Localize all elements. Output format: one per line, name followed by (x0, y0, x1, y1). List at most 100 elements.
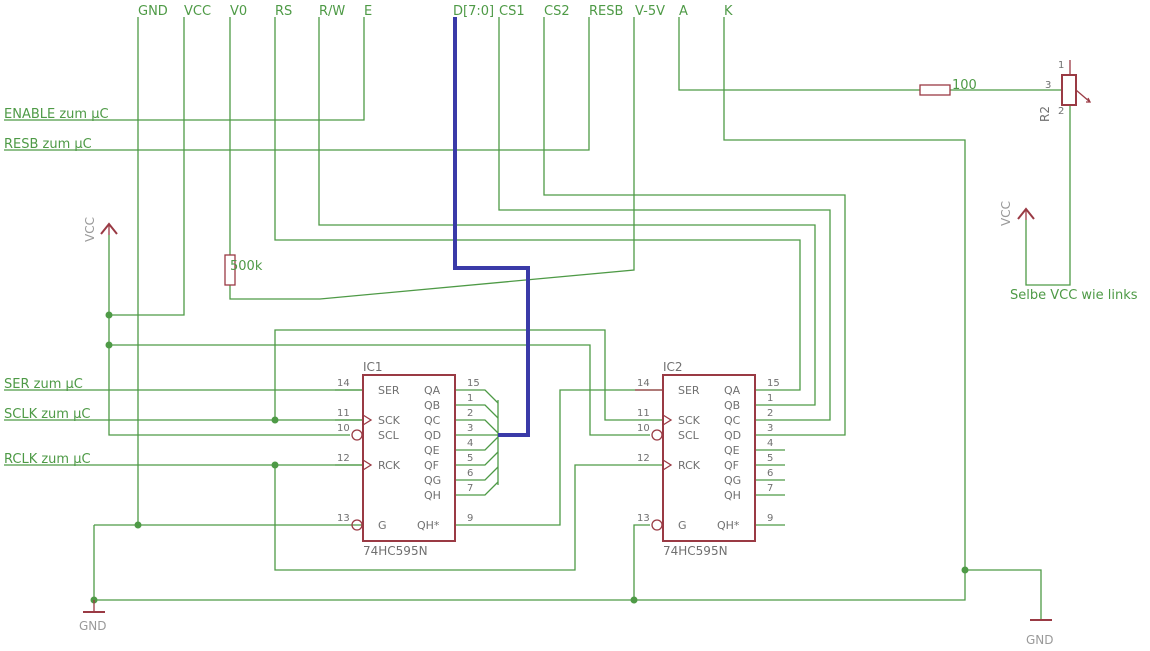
ic2-pin-qd: QD (724, 429, 741, 442)
ic1-num-10: 10 (337, 423, 350, 434)
label-v0: V0 (230, 4, 247, 19)
ic2-pin-scl: SCL (678, 429, 700, 442)
ic1-num-9: 9 (467, 513, 473, 524)
gnd-right-label: GND (1026, 633, 1054, 647)
data-bus (453, 17, 530, 437)
gnd-symbol-right: GND (1026, 619, 1054, 647)
label-rs: RS (275, 4, 292, 19)
resistor-500k-value: 500k (230, 259, 263, 274)
ic1-pin-qf: QF (424, 459, 439, 472)
ic1-pin-qh: QH (424, 489, 441, 502)
ic2-pin-qc: QC (724, 414, 741, 427)
ic2-part: 74HC595N (663, 544, 728, 558)
ic2-num-2: 2 (767, 408, 773, 419)
ic1-pin-qc: QC (424, 414, 441, 427)
ic1-num-15: 15 (467, 378, 480, 389)
label-ser: SER zum µC (4, 377, 83, 392)
vcc-left-label: VCC (83, 217, 97, 242)
ic2-pin-qh: QH (724, 489, 741, 502)
ic2-num-12: 12 (637, 453, 650, 464)
label-enable: ENABLE zum µC (4, 107, 109, 122)
ic2-pin-qa: QA (724, 384, 741, 397)
label-data-bus: D[7:0] (453, 4, 494, 19)
ic2-num-4: 4 (767, 438, 773, 449)
ic1-num-1: 1 (467, 393, 473, 404)
ic1-pin-qb: QB (424, 399, 440, 412)
ic1-pin-qa: QA (424, 384, 441, 397)
ic2-pin-sck: SCK (678, 414, 701, 427)
ic1-name: IC1 (363, 360, 383, 374)
ic2-num-14: 14 (637, 378, 650, 389)
ic1-pin-ser: SER (378, 384, 400, 397)
ic1-num-6: 6 (467, 468, 473, 479)
ic2-num-5: 5 (767, 453, 773, 464)
resistor-100-value: 100 (952, 78, 977, 93)
ic1-pin-sck: SCK (378, 414, 401, 427)
ic1: IC1 74HC595N SER SCK SCL RCK G QA QB QC … (337, 360, 480, 558)
ic2-name: IC2 (663, 360, 683, 374)
ic2-num-3: 3 (767, 423, 773, 434)
ic1-pin-qe: QE (424, 444, 440, 457)
pot-pin3: 3 (1045, 80, 1051, 91)
label-rclk: RCLK zum µC (4, 452, 91, 467)
ic1-num-11: 11 (337, 408, 350, 419)
ic2-num-6: 6 (767, 468, 773, 479)
ic1-num-14: 14 (337, 378, 350, 389)
ic2-num-13: 13 (637, 513, 650, 524)
label-k: K (724, 4, 733, 19)
ic1-num-3: 3 (467, 423, 473, 434)
wires (4, 17, 1071, 620)
vcc-right-label: VCC (999, 201, 1013, 226)
ic1-num-5: 5 (467, 453, 473, 464)
potentiometer-r2: 1 2 3 R2 (1038, 60, 1092, 122)
ic2-pin-qe: QE (724, 444, 740, 457)
ic1-num-4: 4 (467, 438, 473, 449)
label-vcc: VCC (184, 4, 211, 19)
gnd-symbol-left: GND (79, 600, 107, 633)
ic1-num-12: 12 (337, 453, 350, 464)
junctions (90, 311, 969, 604)
ic1-num-13: 13 (337, 513, 350, 524)
ic1-pin-g: G (378, 519, 387, 532)
pot-name: R2 (1038, 106, 1052, 122)
ic1-pin-qg: QG (424, 474, 441, 487)
label-e: E (364, 4, 372, 19)
label-cs1: CS1 (499, 4, 525, 19)
ic2-num-10: 10 (637, 423, 650, 434)
ic2-pin-ser: SER (678, 384, 700, 397)
vcc-symbol-left: VCC (83, 217, 118, 242)
gnd-left-label: GND (79, 619, 107, 633)
label-gnd: GND (138, 4, 168, 19)
ic1-pin-qhs: QH* (417, 519, 440, 532)
pot-pin2: 2 (1058, 106, 1064, 117)
label-cs2: CS2 (544, 4, 570, 19)
ic2-pin-qf: QF (724, 459, 739, 472)
resistor-100: 100 (919, 78, 977, 96)
ic1-part: 74HC595N (363, 544, 428, 558)
ic2: IC2 74HC595N SER SCK SCL RCK G QA QB QC … (635, 360, 780, 558)
vcc-symbol-right: VCC (999, 201, 1035, 226)
ic1-pin-scl: SCL (378, 429, 400, 442)
label-v5: V-5V (635, 4, 665, 19)
ic2-num-15: 15 (767, 378, 780, 389)
label-rw: R/W (319, 4, 345, 19)
ic2-num-9: 9 (767, 513, 773, 524)
ic1-num-7: 7 (467, 483, 473, 494)
ic2-pin-rck: RCK (678, 459, 701, 472)
ic2-num-1: 1 (767, 393, 773, 404)
ic1-pin-qd: QD (424, 429, 441, 442)
pot-pin1: 1 (1058, 60, 1064, 71)
right-vcc-note: Selbe VCC wie links (1010, 288, 1138, 303)
label-a: A (679, 4, 688, 19)
ic2-pin-g: G (678, 519, 687, 532)
ic2-num-11: 11 (637, 408, 650, 419)
ic2-pin-qhs: QH* (717, 519, 740, 532)
ic2-pin-qb: QB (724, 399, 740, 412)
ic1-num-2: 2 (467, 408, 473, 419)
label-resb: RESB (589, 4, 623, 19)
ic1-pin-rck: RCK (378, 459, 401, 472)
resistor-500k: 500k (224, 254, 263, 286)
ic2-num-7: 7 (767, 483, 773, 494)
ic2-pin-qg: QG (724, 474, 741, 487)
